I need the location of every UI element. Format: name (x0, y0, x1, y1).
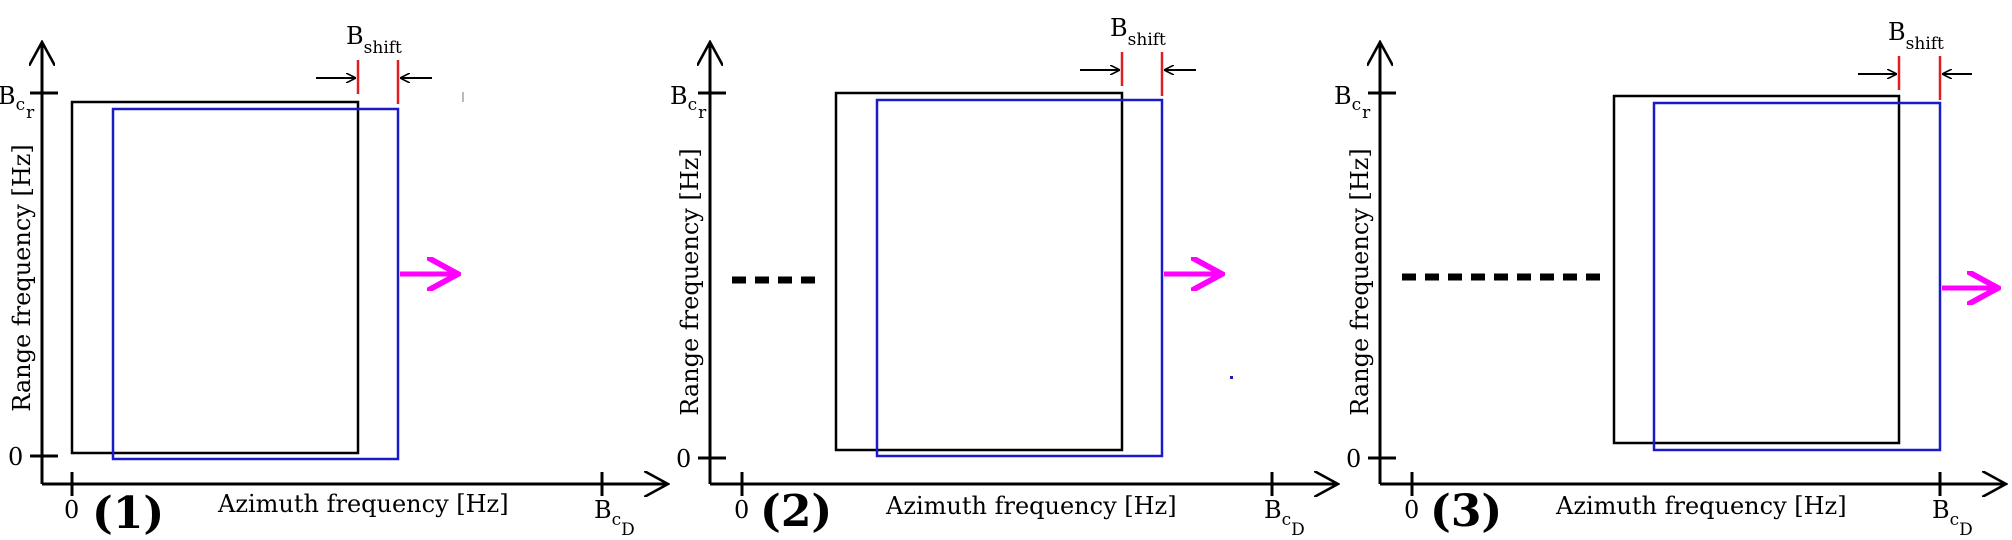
stray-mark (462, 92, 464, 102)
shift-label: Bshift (346, 22, 402, 58)
shifted-spectrum-box (875, 98, 1164, 458)
panel-1: Bshift Bcr 0 0 BcD Azimuth frequency [Hz… (0, 22, 668, 540)
y-zero-label: 0 (1346, 445, 1361, 473)
panel-2: Bshift Bcr 0 0 BcD Azimuth frequency [Hz… (670, 14, 1338, 540)
y-zero-label: 0 (676, 445, 691, 473)
shift-label: Bshift (1888, 18, 1944, 54)
y-axis-label: Range frequency [Hz] (1346, 148, 1374, 416)
x-zero-label: 0 (734, 496, 749, 524)
y-top-tick-label: Bcr (670, 82, 707, 123)
x-zero-label: 0 (1404, 496, 1419, 524)
shifted-spectrum-box (111, 107, 400, 461)
x-end-tick-label: BcD (1932, 496, 1973, 540)
y-top-tick-label: Bcr (1334, 82, 1371, 123)
shifted-spectrum-box (1652, 101, 1942, 452)
y-axis-label: Range frequency [Hz] (676, 148, 704, 416)
x-axis-label: Azimuth frequency [Hz] (217, 490, 509, 518)
stray-mark (1230, 376, 1233, 379)
panel-number: (3) (1430, 486, 1502, 537)
panel-number: (1) (92, 488, 164, 539)
y-axis-label: Range frequency [Hz] (8, 144, 36, 412)
x-zero-label: 0 (64, 496, 79, 524)
x-end-tick-label: BcD (1264, 496, 1305, 540)
shift-label: Bshift (1110, 14, 1166, 50)
panel-3: Bshift Bcr 0 0 BcD Azimuth frequency [Hz… (1334, 18, 2006, 540)
reference-spectrum-box (834, 91, 1124, 452)
reference-spectrum-box (1612, 94, 1901, 445)
reference-spectrum-box (70, 100, 360, 455)
x-end-tick-label: BcD (594, 496, 635, 540)
y-zero-label: 0 (8, 443, 23, 471)
x-axis-label: Azimuth frequency [Hz] (1555, 492, 1847, 520)
y-top-tick-label: Bcr (0, 82, 35, 123)
panel-number: (2) (760, 486, 832, 537)
x-axis-label: Azimuth frequency [Hz] (885, 492, 1177, 520)
